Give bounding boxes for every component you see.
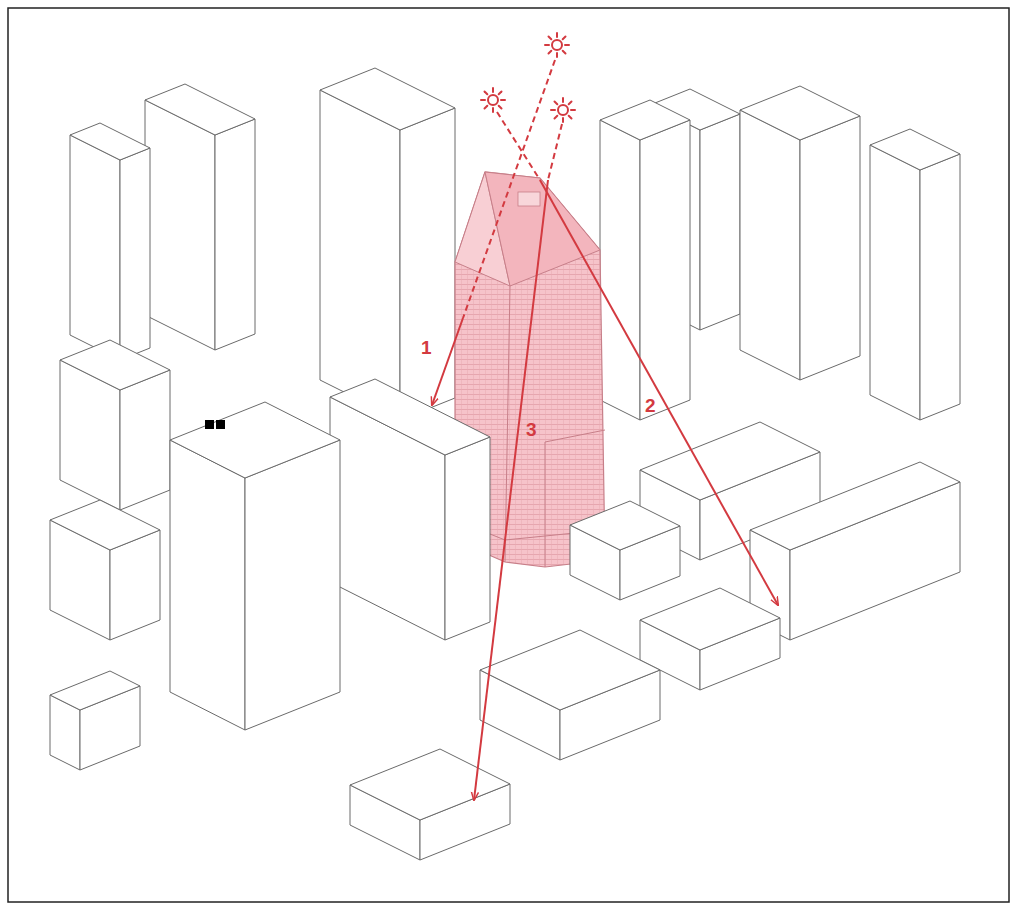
building-part xyxy=(170,440,245,730)
building xyxy=(170,402,340,730)
building-part xyxy=(330,379,490,455)
sun-ray-dashed xyxy=(463,60,555,318)
sun-icon xyxy=(551,98,575,122)
building-part xyxy=(740,110,800,380)
sun-ray-arrow xyxy=(432,318,463,405)
building xyxy=(70,123,150,360)
building-part xyxy=(640,422,820,500)
tower-setback xyxy=(545,430,605,442)
roof-structure xyxy=(518,192,540,206)
building xyxy=(50,500,160,640)
building-part xyxy=(870,145,920,420)
building-part xyxy=(70,135,120,360)
frame-border xyxy=(8,8,1009,902)
building-part xyxy=(205,420,214,429)
building-part xyxy=(400,108,455,420)
building xyxy=(320,68,455,420)
callout-number: 1 xyxy=(421,338,432,357)
building xyxy=(60,340,170,510)
building-part xyxy=(60,340,170,390)
building xyxy=(640,588,780,690)
building-part xyxy=(870,129,960,170)
callout-number: 2 xyxy=(645,396,656,415)
building-part xyxy=(216,420,225,429)
sun-ray-dashed xyxy=(497,112,540,180)
building xyxy=(570,501,680,600)
building xyxy=(750,462,960,640)
building xyxy=(145,84,255,350)
building xyxy=(350,749,510,860)
building xyxy=(480,630,660,760)
building-part xyxy=(800,116,860,380)
building-part xyxy=(145,84,255,135)
building-part xyxy=(320,68,455,130)
building-part xyxy=(640,120,690,420)
sun-ray-arrow xyxy=(540,180,778,605)
building xyxy=(600,100,690,420)
building-part xyxy=(350,749,510,820)
building-part xyxy=(120,370,170,510)
building-part xyxy=(750,462,960,550)
tower-setback xyxy=(545,442,546,567)
building-part xyxy=(640,588,780,650)
building-part xyxy=(245,440,340,730)
building-part xyxy=(600,120,640,420)
building-part xyxy=(740,86,860,140)
building xyxy=(740,86,860,380)
building-part xyxy=(480,630,660,710)
building-part xyxy=(70,123,150,160)
building-part xyxy=(50,671,140,710)
building xyxy=(50,671,140,770)
sun-icons xyxy=(481,33,575,122)
building xyxy=(870,129,960,420)
building-part xyxy=(445,437,490,640)
building-part xyxy=(215,119,255,350)
building-part xyxy=(570,501,680,550)
sun-ray-dashed xyxy=(548,124,562,180)
building-part xyxy=(920,154,960,420)
building-part xyxy=(320,90,400,420)
building-part xyxy=(145,100,215,350)
sun-icon xyxy=(545,33,569,57)
sun-icon xyxy=(481,88,505,112)
sun-rays xyxy=(432,60,778,800)
sun-ray-arrow xyxy=(474,180,548,800)
building xyxy=(330,379,490,640)
building-part xyxy=(700,114,740,330)
building-part xyxy=(120,148,150,360)
callout-number: 3 xyxy=(526,420,537,439)
city-blocks xyxy=(50,379,960,860)
building-part xyxy=(600,100,690,140)
building-part xyxy=(170,402,340,478)
building-part xyxy=(50,500,160,550)
